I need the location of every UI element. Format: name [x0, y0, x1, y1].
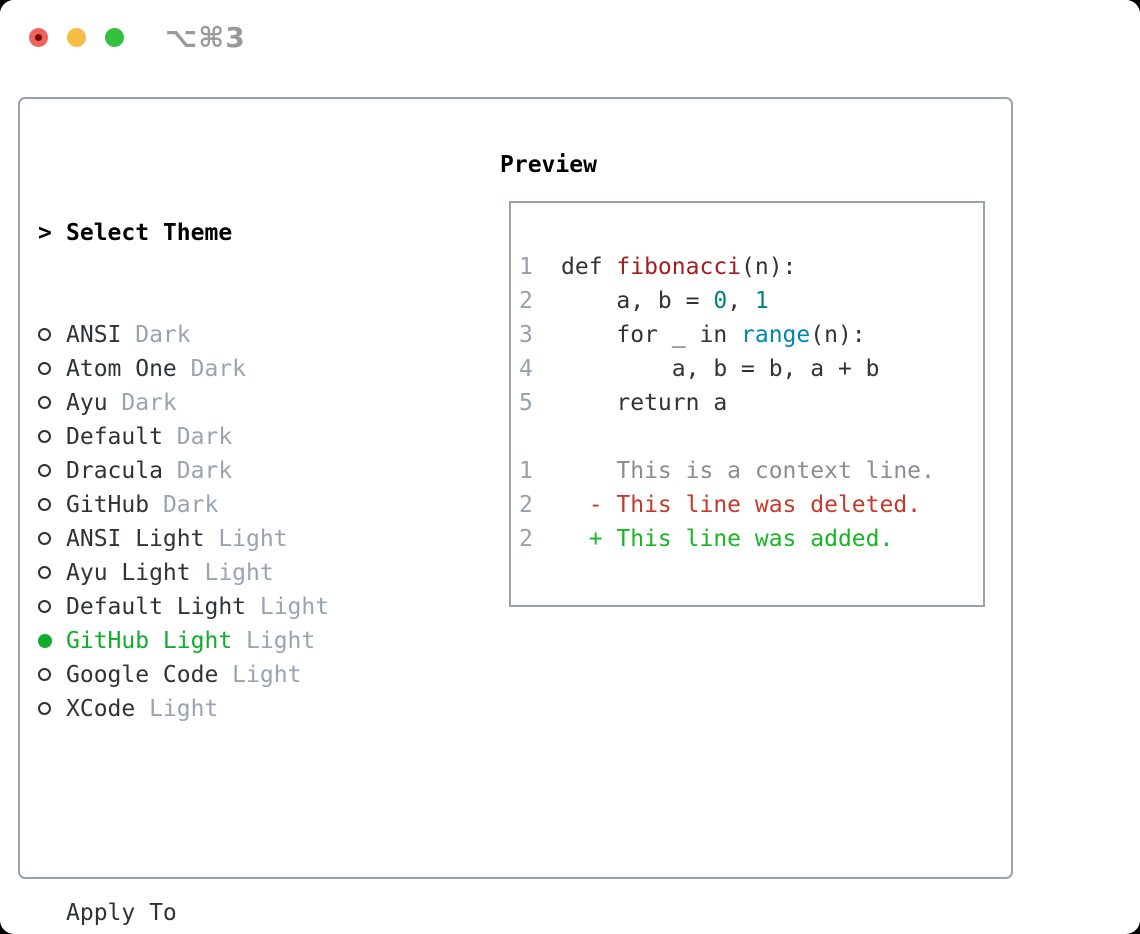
theme-select-heading-label: Select Theme: [66, 220, 233, 246]
theme-option-label: Ayu: [66, 390, 108, 416]
line-number: 3: [519, 322, 533, 348]
theme-option-label: Google Code: [66, 662, 219, 688]
code-line: 4 a, b = b, a + b: [519, 352, 983, 386]
radio-icon: [38, 556, 66, 590]
theme-variant-tag: Light: [204, 526, 288, 552]
code-line: 1 This is a context line.: [519, 454, 983, 488]
code-line: 5 return a: [519, 386, 983, 420]
theme-variant-tag: Dark: [176, 356, 247, 382]
radio-icon: [38, 352, 66, 386]
preview-heading: Preview: [500, 152, 597, 178]
radio-icon: [38, 420, 66, 454]
theme-option-label: Default: [66, 424, 163, 450]
theme-option[interactable]: Ayu Light Light: [38, 556, 426, 590]
code-line: 2 a, b = 0, 1: [519, 284, 983, 318]
theme-select-heading: > Select Theme: [38, 216, 426, 250]
radio-icon: [38, 658, 66, 692]
code-line: 3 for _ in range(n):: [519, 318, 983, 352]
code-text: - This line was deleted.: [561, 492, 922, 518]
theme-option-label: Default Light: [66, 594, 247, 620]
theme-option-label: Ayu Light: [66, 560, 191, 586]
code-line: 2 - This line was deleted.: [519, 488, 983, 522]
theme-variant-tag: Dark: [162, 458, 233, 484]
line-number: 2: [519, 526, 533, 552]
radio-icon: [38, 692, 66, 726]
theme-option[interactable]: Atom One Dark: [38, 352, 426, 386]
code-text: def fibonacci(n):: [561, 254, 797, 280]
theme-option-label: Atom One: [66, 356, 177, 382]
code-text: a, b = b, a + b: [561, 356, 880, 382]
minimize-button-icon[interactable]: [67, 28, 86, 47]
code-text: return a: [561, 390, 728, 416]
theme-option[interactable]: Ayu Dark: [38, 386, 426, 420]
line-number: 1: [519, 458, 533, 484]
theme-variant-tag: Dark: [162, 424, 233, 450]
selection-arrow-icon: >: [38, 220, 52, 246]
theme-variant-tag: Light: [190, 560, 274, 586]
theme-option[interactable]: Google Code Light: [38, 658, 426, 692]
section-gap: [38, 794, 426, 828]
theme-option-label: ANSI: [66, 322, 122, 348]
theme-option[interactable]: Default Dark: [38, 420, 426, 454]
radio-icon: [38, 318, 66, 352]
radio-icon: [38, 454, 66, 488]
theme-option-label: XCode: [66, 696, 136, 722]
radio-icon: [38, 386, 66, 420]
theme-variant-tag: Dark: [149, 492, 219, 518]
line-number: 5: [519, 390, 533, 416]
line-number: [519, 420, 533, 454]
code-line: 1 def fibonacci(n):: [519, 250, 983, 284]
radio-icon: [38, 488, 66, 522]
theme-variant-tag: Light: [135, 696, 219, 722]
line-number: 2: [519, 492, 533, 518]
radio-selected-icon: [38, 624, 66, 658]
zoom-button-icon[interactable]: [105, 28, 124, 47]
code-text: + This line was added.: [561, 526, 894, 552]
theme-option-label: GitHub Light: [66, 628, 233, 654]
line-number: 4: [519, 356, 533, 382]
theme-option[interactable]: GitHub Light Light: [38, 624, 426, 658]
theme-variant-tag: Light: [218, 662, 302, 688]
apply-to-heading-label: Apply To: [66, 900, 177, 926]
theme-variant-tag: Light: [232, 628, 316, 654]
traffic-lights: [29, 28, 124, 47]
titlebar: ⌥⌘3: [0, 0, 1140, 97]
theme-variant-tag: Dark: [121, 322, 191, 348]
marker-spacer: [38, 896, 66, 930]
radio-icon: [38, 522, 66, 556]
code-text: a, b = 0, 1: [561, 288, 769, 314]
theme-option[interactable]: GitHub Dark: [38, 488, 426, 522]
line-number: 2: [519, 288, 533, 314]
theme-option[interactable]: ANSI Dark: [38, 318, 426, 352]
theme-variant-tag: Light: [246, 594, 330, 620]
theme-option-label: ANSI Light: [66, 526, 205, 552]
close-button-icon[interactable]: [29, 28, 48, 47]
code-text: for _ in range(n):: [561, 322, 866, 348]
theme-option[interactable]: Default Light Light: [38, 590, 426, 624]
theme-option-label: Dracula: [66, 458, 163, 484]
code-text: This is a context line.: [561, 458, 935, 484]
apply-to-heading: Apply To: [38, 896, 426, 930]
theme-option[interactable]: ANSI Light Light: [38, 522, 426, 556]
theme-variant-tag: Dark: [107, 390, 177, 416]
code-line: 2 + This line was added.: [519, 522, 983, 556]
radio-icon: [38, 590, 66, 624]
theme-option[interactable]: XCode Light: [38, 692, 426, 726]
line-number: 1: [519, 254, 533, 280]
theme-option-label: GitHub: [66, 492, 150, 518]
window-title-shortcut: ⌥⌘3: [165, 21, 246, 54]
theme-option[interactable]: Dracula Dark: [38, 454, 426, 488]
code-line: [519, 420, 983, 454]
